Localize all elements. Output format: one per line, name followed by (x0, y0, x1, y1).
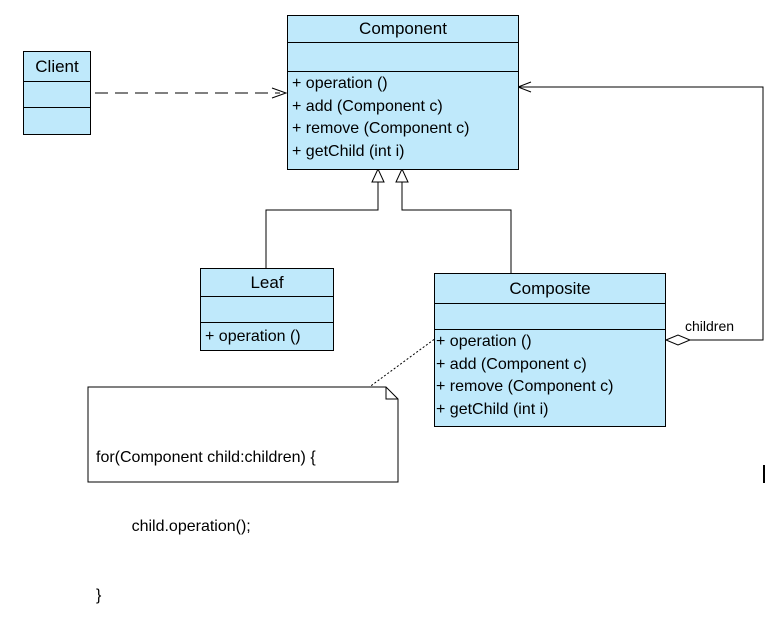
component-op: + remove (Component c) (292, 120, 470, 137)
composite-op: + remove (Component c) (436, 378, 614, 395)
composite-op: + getChild (int i) (436, 400, 549, 418)
aggregation-diamond (664, 334, 692, 346)
client-attributes (24, 82, 90, 108)
text-cursor (763, 465, 765, 483)
composite-generalization-line (401, 182, 512, 273)
leaf-attributes (201, 297, 333, 323)
client-operations (24, 108, 90, 135)
composite-generalization-arrowhead (395, 167, 409, 183)
leaf-op: + operation () (205, 328, 301, 345)
children-aggregation-line (518, 86, 764, 341)
component-op: + operation () (292, 75, 388, 92)
leaf-operations: + operation () (201, 323, 333, 349)
component-class-name: Component (288, 16, 518, 43)
component-op: + getChild (int i) (292, 142, 405, 160)
leaf-class: Leaf + operation () (200, 268, 334, 351)
client-class: Client (23, 51, 91, 135)
composite-class-name: Composite (435, 274, 665, 304)
note-fold (385, 387, 398, 400)
client-dependency-arrowhead (271, 87, 288, 99)
composite-class: Composite + operation () + add (Componen… (434, 273, 666, 427)
note-line: } (96, 587, 102, 604)
component-op: + add (Component c) (292, 97, 443, 115)
note-connector (367, 337, 437, 389)
composite-attributes (435, 304, 665, 330)
note-line: child.operation(); (96, 518, 251, 535)
note-code: for(Component child:children) { child.op… (96, 400, 316, 630)
note-line: for(Component child:children) { (96, 449, 316, 466)
component-class: Component + operation () + add (Componen… (287, 15, 519, 170)
leaf-class-name: Leaf (201, 269, 333, 297)
children-role-label: children (685, 318, 735, 334)
client-class-name: Client (24, 52, 90, 82)
diagram-connectors (87, 81, 764, 483)
component-attributes (288, 43, 518, 72)
composite-operations: + operation () + add (Component c) + rem… (435, 330, 665, 421)
leaf-generalization-arrowhead (371, 167, 385, 183)
component-operations: + operation () + add (Component c) + rem… (288, 72, 518, 163)
leaf-generalization-line (265, 182, 379, 268)
composite-op: + add (Component c) (436, 355, 587, 373)
composite-op: + operation () (436, 333, 532, 350)
note-shape (87, 386, 399, 483)
